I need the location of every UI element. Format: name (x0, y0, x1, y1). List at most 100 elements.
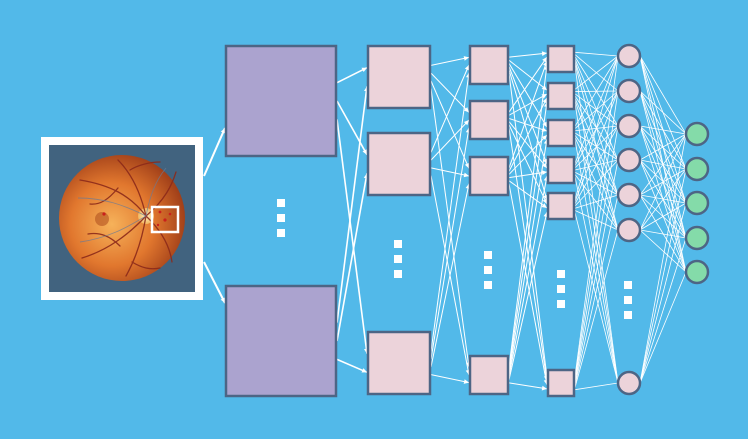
conn-l2-2-2-head (541, 134, 547, 141)
conn-l2-1-3-head (542, 162, 547, 169)
conn-l2-3-0 (508, 64, 548, 368)
ellipsis-icon-1 (277, 199, 285, 237)
feature-map-l3-1 (468, 44, 510, 86)
conn-fc-out-5-4 (639, 229, 687, 273)
conn-l2-1-2 (508, 117, 548, 132)
conn-fc-out-6-0 (639, 133, 687, 384)
conn-fc-out-3-0 (639, 133, 687, 161)
conn-l0-1-2-head (361, 368, 367, 373)
conn-l1-0-1 (430, 72, 470, 113)
conn-l1-0-3 (430, 88, 470, 368)
conn-l2-0-3-head (542, 158, 548, 165)
conn-l2-2-5 (508, 183, 548, 386)
conn-fc-out-6-4 (639, 271, 687, 384)
connections (203, 51, 687, 391)
feature-map-l4-4 (546, 155, 576, 185)
conn-l2-0-0-head (541, 51, 547, 57)
conn-c4-fc-5-4 (574, 194, 619, 386)
conn-c4-fc-2-6 (574, 139, 619, 384)
conn-l2-2-4-head (541, 203, 547, 208)
conn-l2-3-5-head (541, 385, 547, 391)
conn-l2-2-1-head (542, 97, 547, 104)
feature-map-l2-3 (366, 330, 432, 396)
input-image-group (41, 137, 203, 300)
conn-l2-3-4 (508, 211, 548, 380)
conn-fc-out-0-0 (639, 55, 687, 135)
conn-c4-fc-5-2 (574, 125, 619, 381)
conn-l1-2-0 (430, 72, 470, 352)
feature-map-l4-5 (546, 191, 576, 221)
conn-l2-1-4 (508, 124, 548, 205)
conn-l2-2-2 (508, 134, 548, 175)
conn-l2-2-0 (508, 60, 548, 169)
conn-l1-1-2-head (463, 172, 469, 178)
conn-c4-fc-0-6 (574, 65, 619, 384)
feature-map-l1-1 (224, 44, 338, 158)
conn-l2-2-1 (508, 97, 548, 172)
feature-map-l2-2 (366, 131, 432, 197)
fc-neuron-6 (616, 217, 642, 243)
feature-map-l3-4 (468, 354, 510, 396)
output-neuron-5 (684, 259, 710, 285)
conn-l2-3-2 (508, 138, 548, 374)
conn-l0-0-1 (336, 100, 368, 156)
conn-fc-out-6-1 (639, 168, 687, 384)
conn-fc-out-6-2 (639, 202, 687, 384)
conn-c4-fc-4-0 (574, 55, 619, 200)
conn-fc-out-5-2 (639, 202, 687, 231)
ellipsis-icon-4 (557, 270, 565, 308)
conn-l2-0-2-head (542, 121, 547, 128)
feature-map-l1-2 (224, 284, 338, 398)
layers (224, 43, 710, 398)
conn-l0-1-2 (336, 358, 368, 374)
input-arrow-bottom-head (220, 297, 225, 303)
conn-l2-2-3 (508, 171, 548, 179)
conn-l1-0-2-head (464, 162, 470, 169)
conn-c4-fc-5-0 (574, 55, 619, 377)
conn-c4-fc-5-5 (574, 229, 619, 388)
conn-fc-out-5-3 (639, 229, 687, 239)
conn-l2-1-0 (508, 56, 548, 113)
conn-c4-fc-2-0 (574, 55, 619, 127)
conn-l1-1-1-head (463, 120, 469, 126)
conn-fc-out-4-4 (639, 194, 687, 273)
input-arrow-top (203, 127, 226, 177)
conn-l1-0-0-head (463, 56, 469, 61)
output-neuron-3 (684, 190, 710, 216)
feature-map-l4-1 (546, 44, 576, 74)
conn-c4-fc-3-6 (574, 176, 619, 384)
fc-neuron-4 (616, 147, 642, 173)
conn-fc-out-4-0 (639, 133, 687, 196)
ellipsis-icon-5 (624, 281, 632, 319)
conn-l2-3-5 (508, 382, 548, 390)
conn-l0-0-0 (336, 66, 368, 84)
ellipses (277, 199, 632, 319)
conn-l1-1-2 (430, 167, 470, 177)
input-arrow-bottom (203, 261, 226, 304)
conn-l1-1-0-head (464, 65, 470, 71)
conn-fc-out-2-0 (639, 125, 687, 135)
conn-l2-1-4-head (542, 198, 548, 205)
conn-fc-out-5-1 (639, 168, 687, 231)
conn-l2-1-0-head (542, 57, 547, 63)
conn-fc-out-2-1 (639, 125, 687, 170)
conn-l1-1-1 (430, 119, 470, 161)
conn-l2-0-1 (508, 59, 548, 91)
feature-map-l4-3 (546, 118, 576, 148)
conn-l2-0-0 (508, 52, 548, 58)
conn-l1-2-1 (430, 127, 470, 360)
feature-map-l2-1 (366, 44, 432, 110)
fc-neuron-1 (616, 43, 642, 69)
conn-c4-fc-1-6 (574, 102, 619, 384)
conn-c4-fc-5-1 (574, 90, 619, 379)
conn-l1-0-1-head (463, 107, 469, 113)
fc-neuron-7 (616, 370, 642, 396)
conn-l1-2-3-head (463, 379, 469, 384)
conn-l2-1-3 (508, 121, 548, 169)
ellipsis-icon-2 (394, 240, 402, 278)
feature-map-l3-2 (468, 99, 510, 141)
retina-fundus-icon (59, 155, 185, 281)
feature-map-l4-2 (546, 81, 576, 111)
conn-l1-2-3 (430, 374, 470, 384)
